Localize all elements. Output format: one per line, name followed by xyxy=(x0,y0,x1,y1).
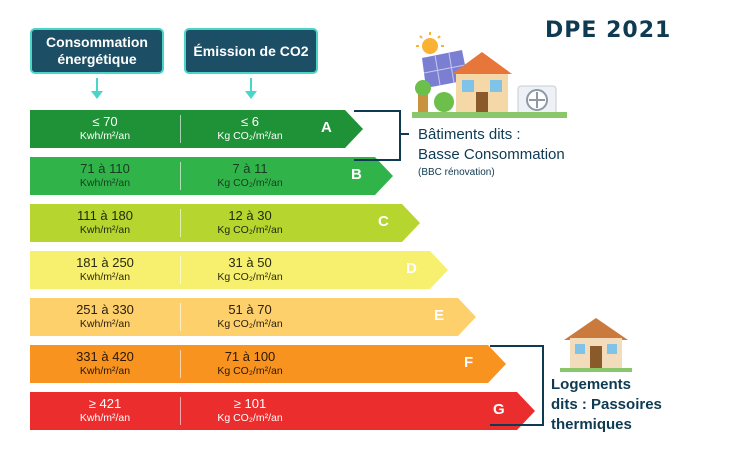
class-letter: D xyxy=(406,260,417,277)
header-consumption: Consommation énergétique xyxy=(30,28,164,74)
bar-separator xyxy=(180,350,181,378)
class-letter: C xyxy=(378,213,389,230)
bar-separator xyxy=(180,397,181,425)
consumption-value: ≥ 421 xyxy=(88,396,122,411)
small-house-icon xyxy=(560,318,632,372)
class-letter: B xyxy=(351,166,362,183)
passoires-line3: thermiques xyxy=(551,416,632,433)
consumption-unit: Kwh/m²/an xyxy=(79,224,131,236)
class-letter: G xyxy=(493,401,505,418)
consumption-unit: Kwh/m²/an xyxy=(79,271,131,283)
consumption-value: 331 à 420 xyxy=(76,349,134,364)
bracket-passoires xyxy=(490,345,544,426)
emission-value: ≤ 6 xyxy=(241,114,259,129)
emission-value: 12 à 30 xyxy=(228,208,272,223)
consumption-unit: Kwh/m²/an xyxy=(79,412,131,424)
consumption-value: ≤ 70 xyxy=(92,114,118,129)
bar-arrow-shape xyxy=(30,298,476,336)
emission-value: 31 à 50 xyxy=(228,255,272,270)
bar-separator xyxy=(180,303,181,331)
bar-arrow-shape xyxy=(30,110,363,148)
page-title: DPE 2021 xyxy=(545,18,672,43)
low-consumption-line1: Bâtiments dits : xyxy=(418,126,521,143)
bar-separator xyxy=(180,256,181,284)
emission-unit: Kg CO₂/m²/an xyxy=(217,365,283,377)
emission-value: 7 à 11 xyxy=(232,161,268,176)
emission-unit: Kg CO₂/m²/an xyxy=(217,130,283,142)
emission-value: 71 à 100 xyxy=(224,349,276,364)
consumption-value: 111 à 180 xyxy=(77,208,133,223)
bracket-tick xyxy=(399,133,409,135)
consumption-value: 71 à 110 xyxy=(80,161,130,176)
emission-unit: Kg CO₂/m²/an xyxy=(217,412,283,424)
bar-separator xyxy=(180,115,181,143)
passoires-line2: dits : Passoires xyxy=(551,396,662,413)
consumption-unit: Kwh/m²/an xyxy=(79,130,131,142)
consumption-unit: Kwh/m²/an xyxy=(79,318,131,330)
bar-shape xyxy=(30,345,506,383)
emission-value: ≥ 101 xyxy=(233,396,267,411)
bbc-renovation-note: (BBC rénovation) xyxy=(418,167,495,178)
bar-separator xyxy=(180,162,181,190)
arrow-down-icon xyxy=(245,78,257,99)
class-letter: F xyxy=(464,354,474,371)
bar-shape xyxy=(30,110,363,148)
low-consumption-line2: Basse Consommation xyxy=(418,146,565,163)
low-consumption-label: Bâtiments dits : Basse Consommation (BBC… xyxy=(418,125,565,181)
bar-shape xyxy=(30,157,393,195)
bar-arrow-shape xyxy=(30,345,506,383)
bar-shape xyxy=(30,251,448,289)
bar-arrow-shape xyxy=(30,392,535,430)
passoires-line1: Logements xyxy=(551,376,632,393)
bar-arrow-shape xyxy=(30,251,448,289)
bar-shape xyxy=(30,298,476,336)
bar-shape xyxy=(30,392,535,430)
consumption-unit: Kwh/m²/an xyxy=(79,177,131,189)
bar-arrow-shape xyxy=(30,157,393,195)
emission-value: 51 à 70 xyxy=(228,302,272,317)
emission-unit: Kg CO₂/m²/an xyxy=(217,177,283,189)
passoires-label: Logements dits : Passoires thermiques xyxy=(551,375,662,435)
emission-unit: Kg CO₂/m²/an xyxy=(217,224,283,236)
consumption-value: 251 à 330 xyxy=(76,302,134,317)
class-letter: E xyxy=(434,307,445,324)
arrow-down-icon xyxy=(91,78,103,99)
bar-shape xyxy=(30,204,420,242)
bar-separator xyxy=(180,209,181,237)
class-letter: A xyxy=(321,119,332,136)
consumption-value: 181 à 250 xyxy=(76,255,134,270)
solar-house-icon xyxy=(412,32,567,118)
header-emission: Émission de CO2 xyxy=(184,28,318,74)
emission-unit: Kg CO₂/m²/an xyxy=(217,318,283,330)
bar-arrow-shape xyxy=(30,204,420,242)
consumption-unit: Kwh/m²/an xyxy=(79,365,131,377)
emission-unit: Kg CO₂/m²/an xyxy=(217,271,283,283)
bracket-low-consumption xyxy=(354,110,401,161)
